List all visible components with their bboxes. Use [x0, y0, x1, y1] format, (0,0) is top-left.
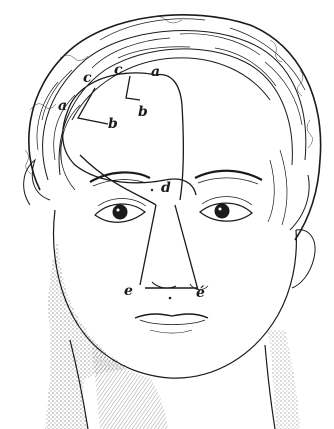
label-b-right: b — [138, 104, 148, 120]
line-d-eprime — [175, 205, 198, 290]
label-e: e — [124, 283, 133, 299]
construction-lines — [63, 73, 198, 290]
label-c-right: c — [114, 62, 123, 78]
neck-shading — [92, 345, 168, 429]
left-eye — [95, 199, 146, 223]
line-d-e — [140, 205, 156, 285]
line-c-b-right — [126, 76, 140, 100]
label-c-left: c — [83, 70, 92, 86]
hair — [24, 15, 321, 240]
mouth — [135, 314, 208, 333]
label-e-prime: é — [196, 285, 205, 301]
face-outline — [54, 210, 297, 429]
center-dot — [151, 189, 153, 191]
label-a-left: a — [58, 98, 67, 114]
label-a-right: a — [151, 64, 160, 80]
curve-a-to-a — [63, 110, 196, 195]
label-b-left: b — [108, 116, 118, 132]
label-d: d — [161, 180, 171, 196]
line-c-b-left — [78, 88, 108, 124]
diagram-labels: a c c a b b d e é — [58, 62, 205, 301]
right-eye — [200, 197, 252, 222]
